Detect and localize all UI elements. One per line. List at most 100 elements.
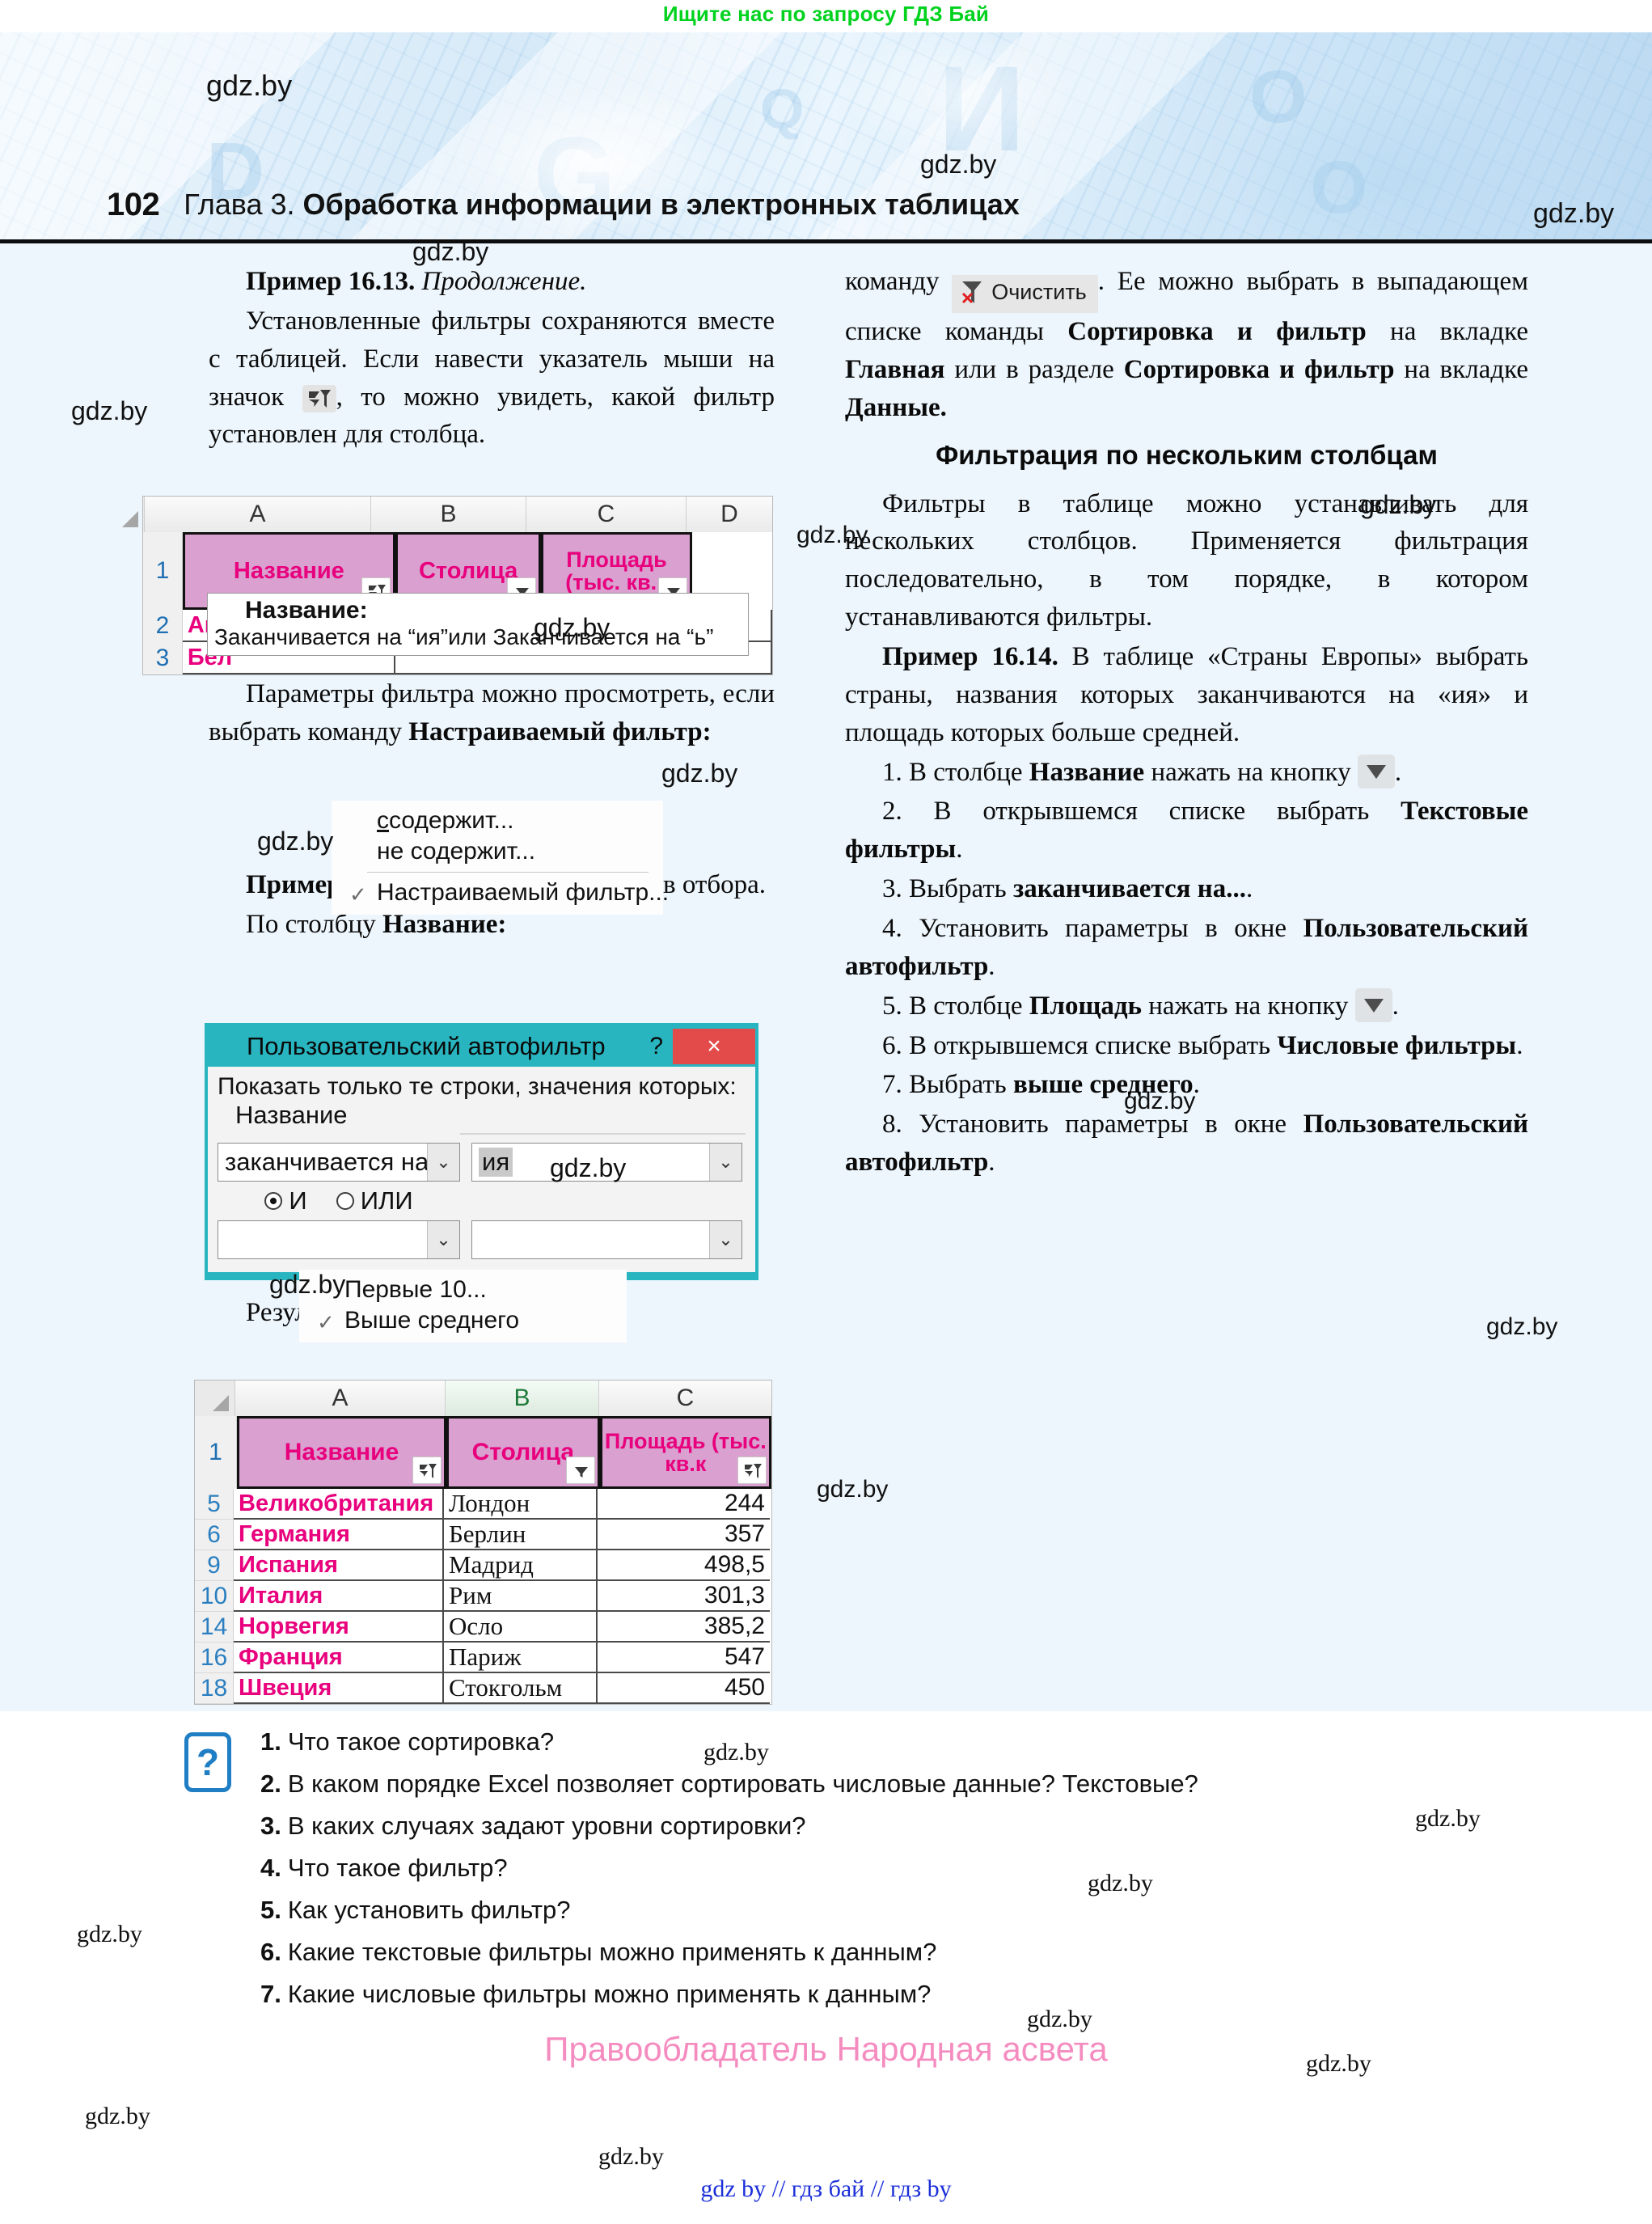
table1-col-b[interactable]: B xyxy=(371,497,526,532)
dialog-criteria-row-1: заканчивается на ⌄ ия ⌄ xyxy=(218,1143,746,1182)
radio-or[interactable]: ИЛИ xyxy=(336,1186,413,1216)
close-icon[interactable]: × xyxy=(673,1029,755,1064)
review-questions-block: ? 1.Что такое сортировка?2.В каком поряд… xyxy=(184,1727,1478,2022)
table2-col-c[interactable]: C xyxy=(599,1380,771,1416)
question-number: 4. xyxy=(260,1854,281,1882)
dialog-body: Показать только те строки, значения кото… xyxy=(208,1067,755,1272)
dialog-rule xyxy=(460,1133,746,1135)
text-filter-dropdown-menu[interactable]: ссодержит... не содержит... ✓ Настраивае… xyxy=(332,801,669,915)
step-item: 3. Выбрать заканчивается на.... xyxy=(845,870,1528,908)
question-number: 5. xyxy=(260,1896,281,1924)
table2-row-header[interactable]: 5 xyxy=(195,1489,234,1520)
decorative-header-banner: И G O O D Q xyxy=(0,32,1652,241)
table2-header-stolica-label: Столица xyxy=(471,1439,575,1466)
question-text: В каком порядке Excel позволяет сортиров… xyxy=(287,1769,1198,1798)
condition-select-2[interactable]: ⌄ xyxy=(218,1220,460,1259)
table1-row-header-2[interactable]: 2 xyxy=(143,610,183,642)
dialog-criteria-row-2: ⌄ ⌄ xyxy=(218,1220,746,1259)
example-16-13-paragraph: Пример 16.13. Продолжение. xyxy=(209,263,775,301)
menu-item-custom-filter[interactable]: ✓ Настраиваемый фильтр... xyxy=(332,877,669,908)
table1-col-a[interactable]: A xyxy=(145,497,371,532)
chevron-down-icon-1[interactable]: ⌄ xyxy=(427,1144,459,1181)
example-16-14-right-label: Пример 16.14. xyxy=(882,642,1058,672)
table2-row-header[interactable]: 16 xyxy=(195,1643,234,1673)
question-item: 2.В каком порядке Excel позволяет сортир… xyxy=(260,1769,1478,1799)
clear-command-text-e: на вкладке xyxy=(1404,354,1529,384)
menu-item-not-contains[interactable]: не содержит... xyxy=(332,836,663,867)
table2-cell-area: 301,3 xyxy=(598,1581,770,1612)
radio-and[interactable]: И xyxy=(264,1186,307,1216)
chevron-down-icon-2[interactable]: ⌄ xyxy=(709,1144,741,1181)
filters-saved-paragraph: Установленные фильтры сохраняются вместе… xyxy=(209,302,775,454)
table1-col-d[interactable]: D xyxy=(687,497,772,532)
step-number: 8. xyxy=(882,1110,919,1139)
help-icon[interactable]: ? xyxy=(649,1033,663,1059)
question-text: Как установить фильтр? xyxy=(287,1896,571,1924)
table1-header-nazvanie-label: Название xyxy=(233,557,344,584)
step-number: 7. xyxy=(882,1070,909,1100)
promo-text: Ищите нас по запросу ГДЗ Бай xyxy=(662,2,990,26)
select-all-corner-icon[interactable] xyxy=(122,497,145,532)
table2-col-b[interactable]: B xyxy=(446,1380,599,1416)
question-text: Какие текстовые фильтры можно применять … xyxy=(287,1938,937,1966)
table1-row-header-3[interactable]: 3 xyxy=(143,642,183,674)
menu-item-custom-filter-label: Настраиваемый фильтр... xyxy=(377,879,670,906)
menu-item-contains[interactable]: ссодержит... xyxy=(377,807,514,834)
table2-cell-capital: Мадрид xyxy=(444,1550,598,1581)
table2-cell-name: Франция xyxy=(234,1643,444,1673)
table1-row-header-1[interactable]: 1 xyxy=(143,532,183,610)
step-item: 2. В открывшемся списке выбрать Текстовы… xyxy=(845,793,1528,869)
table2-row-header[interactable]: 14 xyxy=(195,1612,234,1643)
table1-column-header-row: A B C D xyxy=(122,497,772,532)
filter-dropdown-button-a2[interactable] xyxy=(412,1457,442,1484)
promo-strip: Ищите нас по запросу ГДЗ Бай xyxy=(0,0,1652,32)
table2-row-header[interactable]: 18 xyxy=(195,1673,234,1704)
step-text-pre: В открывшемся списке выбрать xyxy=(933,797,1401,827)
criteria-input-1-value: ия xyxy=(479,1148,513,1177)
table2-header-data-row: 1 Название Столица xyxy=(195,1416,771,1489)
radio-or-label: ИЛИ xyxy=(360,1186,413,1215)
menu-item-above-average[interactable]: ✓ Выше среднего xyxy=(299,1305,627,1336)
table2-col-a[interactable]: A xyxy=(235,1380,446,1416)
step-text-bold: выше среднего xyxy=(1013,1070,1194,1100)
filter-dropdown-button-c2[interactable] xyxy=(737,1457,767,1484)
example-16-13-note: Продолжение. xyxy=(421,267,587,296)
numeric-filter-dropdown-menu[interactable]: Первые 10... ✓ Выше среднего xyxy=(299,1270,627,1342)
table2-header-ploshad-label: Площадь (тыс. кв.к xyxy=(604,1428,767,1476)
table2-row-header[interactable]: 9 xyxy=(195,1550,234,1581)
step-item: 5. В столбце Площадь нажать на кнопку . xyxy=(845,987,1528,1025)
dropdown-arrow-button-icon[interactable] xyxy=(1354,987,1392,1022)
dialog-prompt: Показать только те строки, значения кото… xyxy=(218,1073,737,1100)
dropdown-arrow-button-icon[interactable] xyxy=(1357,754,1395,789)
condition-select-1-value: заканчивается на xyxy=(225,1148,429,1176)
chevron-down-icon-4[interactable]: ⌄ xyxy=(709,1221,741,1258)
table2-cell-capital: Осло xyxy=(444,1612,598,1643)
step-text-pre: Выбрать xyxy=(909,1070,1013,1100)
table2-row-header[interactable]: 10 xyxy=(195,1581,234,1612)
chevron-down-icon-3[interactable]: ⌄ xyxy=(427,1221,459,1258)
table1-col-c[interactable]: C xyxy=(526,497,687,532)
step-item: 8. Установить параметры в окне Пользоват… xyxy=(845,1106,1528,1182)
step-text-bold: Пользовательский автофильтр xyxy=(845,914,1529,981)
page-number: 102 xyxy=(107,186,160,222)
ghost-letter-n: И xyxy=(938,40,1025,176)
criteria-input-1[interactable]: ия ⌄ xyxy=(471,1143,742,1182)
step-text-pre: Установить параметры в окне xyxy=(919,914,1303,944)
question-mark-icon: ? xyxy=(184,1732,231,1792)
table2-cell-name: Великобритания xyxy=(234,1489,444,1520)
filter-dropdown-button-b2[interactable] xyxy=(565,1457,595,1484)
watermark-text: gdz.by xyxy=(598,2143,664,2170)
clear-filter-button[interactable]: Очистить xyxy=(952,275,1098,313)
select-all-corner-icon-2[interactable] xyxy=(195,1380,235,1416)
table2-row-header[interactable]: 6 xyxy=(195,1520,234,1550)
criteria-input-2[interactable]: ⌄ xyxy=(471,1220,742,1259)
question-number: 6. xyxy=(260,1938,281,1966)
table2-row-header-1[interactable]: 1 xyxy=(195,1416,237,1489)
menu-item-top-ten[interactable]: Первые 10... xyxy=(299,1275,627,1305)
step-number: 3. xyxy=(882,874,909,904)
table1-header-stolica-label: Столица xyxy=(418,557,518,584)
radio-and-label: И xyxy=(289,1186,307,1215)
condition-select-1[interactable]: заканчивается на ⌄ xyxy=(218,1143,460,1182)
clear-command-text-d: или в разделе xyxy=(954,354,1114,384)
